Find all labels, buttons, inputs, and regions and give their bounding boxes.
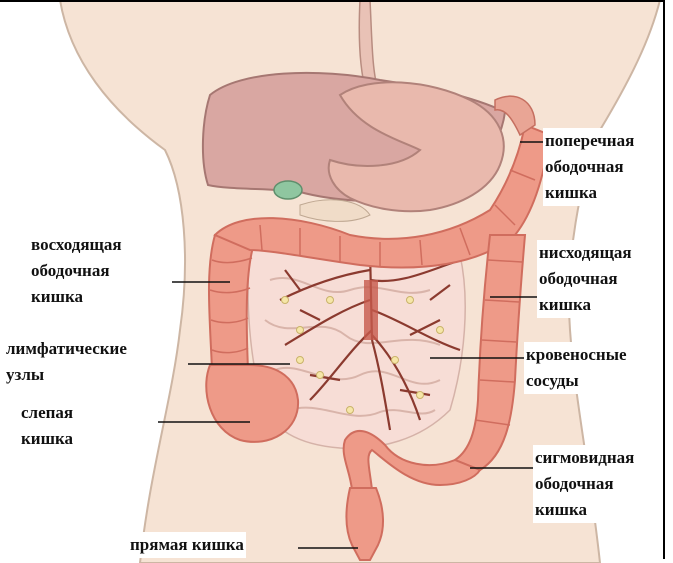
label-transverse-colon: поперечная ободочная кишка <box>543 128 636 206</box>
label-cecum: слепая кишка <box>19 400 75 452</box>
label-lymph-nodes: лимфатические узлы <box>4 336 129 388</box>
label-ascending-colon: восходящая ободочная кишка <box>29 232 124 310</box>
label-descending-colon: нисходящая ободочная кишка <box>537 240 634 318</box>
label-sigmoid-colon: сигмовидная ободочная кишка <box>533 445 636 523</box>
label-blood-vessels: кровеносные сосуды <box>524 342 629 394</box>
label-rectum: прямая кишка <box>128 532 246 558</box>
